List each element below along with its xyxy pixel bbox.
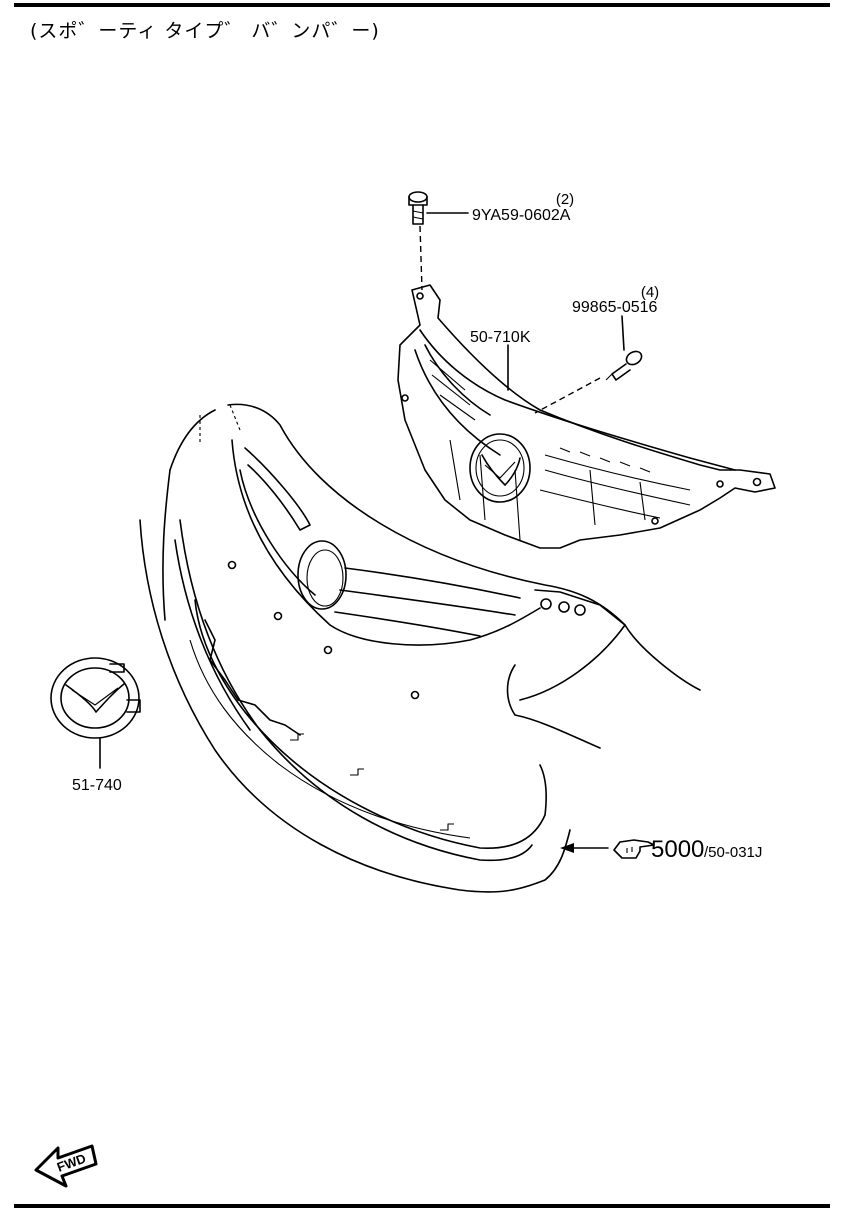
clip-fastener	[408, 191, 469, 291]
pointing-hand-icon	[613, 839, 655, 859]
top-rule	[14, 3, 830, 7]
screw-qty: (4)	[641, 284, 659, 301]
bumper-ref-main: 5000	[651, 836, 704, 863]
emblem-part	[50, 657, 141, 769]
screw-part-number: 99865-0516	[572, 299, 658, 316]
clip-qty: (2)	[556, 191, 574, 208]
front-bumper	[139, 403, 701, 893]
bumper-ref-leader	[560, 843, 609, 853]
page-title: (スポ゛ーティ タイプ゛ バ゛ンパ゛ー)	[30, 20, 380, 42]
emblem-part-number: 51-740	[72, 777, 122, 794]
clip-part-number: 9YA59-0602A	[472, 207, 571, 224]
grille-part	[397, 284, 776, 549]
bottom-rule	[14, 1204, 830, 1208]
bumper-ref-sub: /50-031J	[704, 844, 762, 861]
grille-part-number: 50-710K	[470, 329, 531, 346]
screw-fastener	[534, 315, 643, 414]
fwd-arrow-icon: FWD	[34, 1144, 98, 1188]
